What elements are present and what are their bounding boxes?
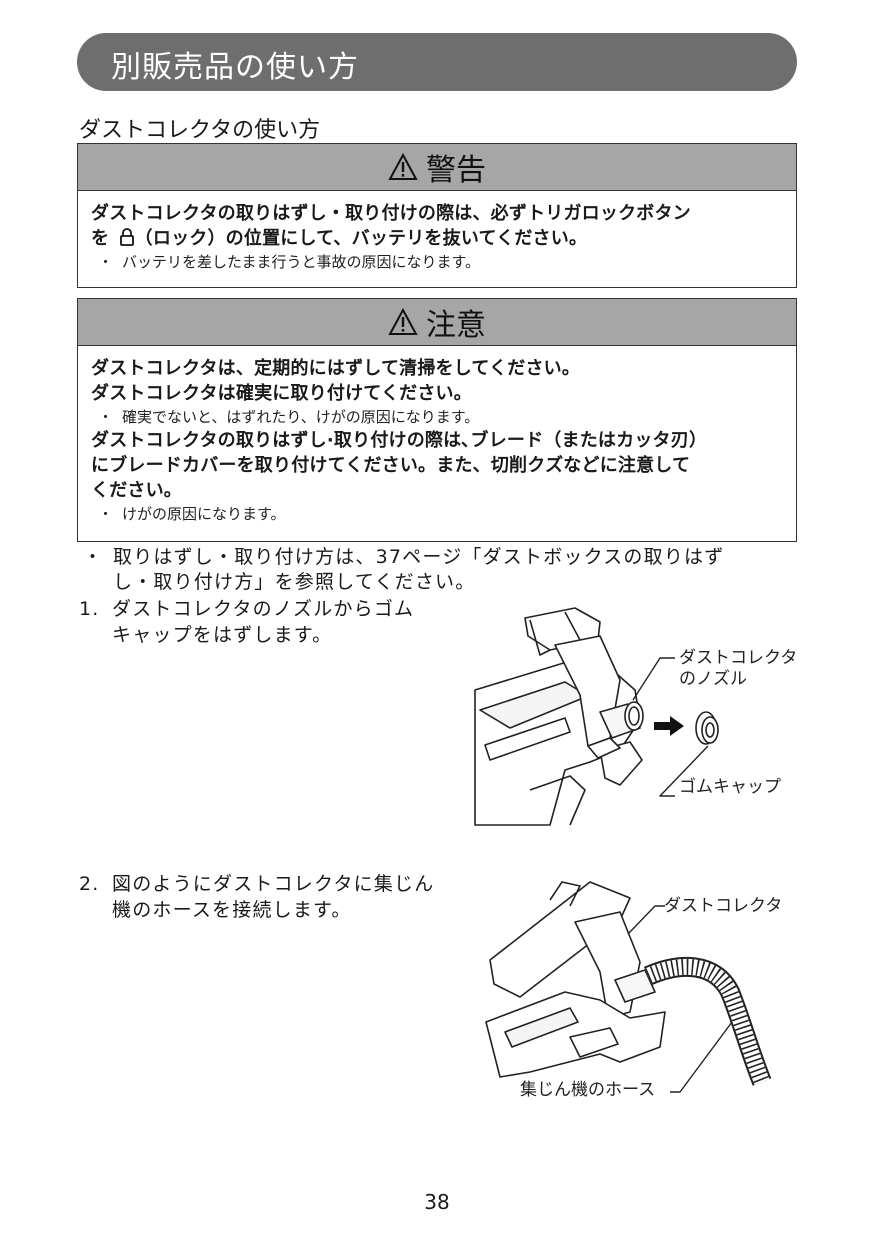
step-number: 2. bbox=[79, 873, 100, 895]
page-number: 38 bbox=[424, 1190, 450, 1214]
step-2-line-2: 機のホースを接続します。 bbox=[112, 899, 352, 921]
warning-triangle-icon bbox=[388, 153, 418, 180]
step-1: 1. ダストコレクタのノズルからゴム キャップをはずします。 bbox=[79, 596, 469, 648]
label-dust-collector: ダストコレクタ bbox=[664, 896, 783, 916]
bullet-mark: ・ bbox=[83, 546, 104, 568]
warning-line-1: ダストコレクタの取りはずし・取り付けの際は、必ずトリガロックボタン bbox=[91, 203, 691, 224]
label-nozzle-line-1: ダストコレクタ bbox=[679, 648, 798, 668]
caution-note-1: ・確実でないと、はずれたり、けがの原因になります。 bbox=[91, 406, 784, 428]
figure-remove-cap bbox=[474, 607, 719, 826]
caution-line-4: にブレードカバーを取り付けてください。また、切削クズなどに注意して bbox=[91, 455, 691, 476]
warning-heading: 警告 bbox=[78, 144, 796, 191]
warning-note: ・バッテリを差したまま行うと事故の原因になります。 bbox=[91, 251, 784, 273]
step-number: 1. bbox=[79, 598, 100, 620]
note-bullet: ・ bbox=[98, 253, 114, 271]
reference-line-1: 取りはずし・取り付け方は、37ページ「ダストボックスの取りはず bbox=[113, 546, 725, 568]
caution-line-3: ダストコレクタの取りはずし·取り付けの際は､ブレード（またはカッタ刃） bbox=[91, 430, 708, 451]
figure-connect-hose bbox=[485, 881, 772, 1093]
warning-line-2-post: （ロック）の位置にして、バッテリを抜いてください。 bbox=[134, 228, 588, 249]
caution-note-1-text: 確実でないと、はずれたり、けがの原因になります。 bbox=[122, 408, 480, 426]
label-rubber-cap: ゴムキャップ bbox=[679, 777, 781, 797]
warning-line-2-pre: を bbox=[91, 228, 110, 249]
label-hose: 集じん機のホース bbox=[520, 1080, 656, 1100]
warning-note-text: バッテリを差したまま行うと事故の原因になります。 bbox=[122, 253, 481, 271]
note-bullet: ・ bbox=[98, 505, 114, 523]
caution-heading-text: 注意 bbox=[426, 308, 486, 343]
caution-note-2-text: けがの原因になります。 bbox=[122, 505, 286, 523]
warning-line-2: を （ロック）の位置にして、バッテリを抜いてください。 bbox=[91, 226, 784, 251]
label-nozzle: ダストコレクタ のノズル bbox=[679, 648, 797, 690]
note-bullet: ・ bbox=[98, 408, 114, 426]
caution-line-1: ダストコレクタは、定期的にはずして清掃をしてください。 bbox=[91, 358, 581, 379]
warning-box: 警告 ダストコレクタの取りはずし・取り付けの際は、必ずトリガロックボタン を （… bbox=[77, 143, 797, 288]
lock-icon bbox=[119, 228, 134, 246]
reference-note: ・取りはずし・取り付け方は、37ページ「ダストボックスの取りはず し・取り付け方… bbox=[83, 545, 803, 595]
caution-line-2: ダストコレクタは確実に取り付けてください。 bbox=[91, 383, 472, 404]
page-title: 別販売品の使い方 bbox=[111, 50, 359, 85]
caution-note-2: ・けがの原因になります。 bbox=[91, 503, 784, 525]
caution-line-5: ください。 bbox=[91, 480, 182, 501]
step-2: 2. 図のようにダストコレクタに集じん 機のホースを接続します。 bbox=[79, 871, 479, 923]
step-1-line-1: ダストコレクタのノズルからゴム bbox=[112, 598, 415, 620]
warning-heading-text: 警告 bbox=[426, 153, 486, 188]
warning-triangle-icon bbox=[388, 308, 418, 335]
reference-line-2: し・取り付け方」を参照してください。 bbox=[113, 571, 476, 593]
caution-box: 注意 ダストコレクタは、定期的にはずして清掃をしてください。 ダストコレクタは確… bbox=[77, 298, 797, 542]
step-1-line-2: キャップをはずします。 bbox=[112, 624, 333, 646]
step-2-line-1: 図のようにダストコレクタに集じん bbox=[112, 873, 435, 895]
caution-heading: 注意 bbox=[78, 299, 796, 346]
section-header: 別販売品の使い方 bbox=[77, 33, 797, 91]
section-title: ダストコレクタの使い方 bbox=[79, 118, 321, 143]
label-nozzle-line-2: のノズル bbox=[679, 669, 747, 689]
